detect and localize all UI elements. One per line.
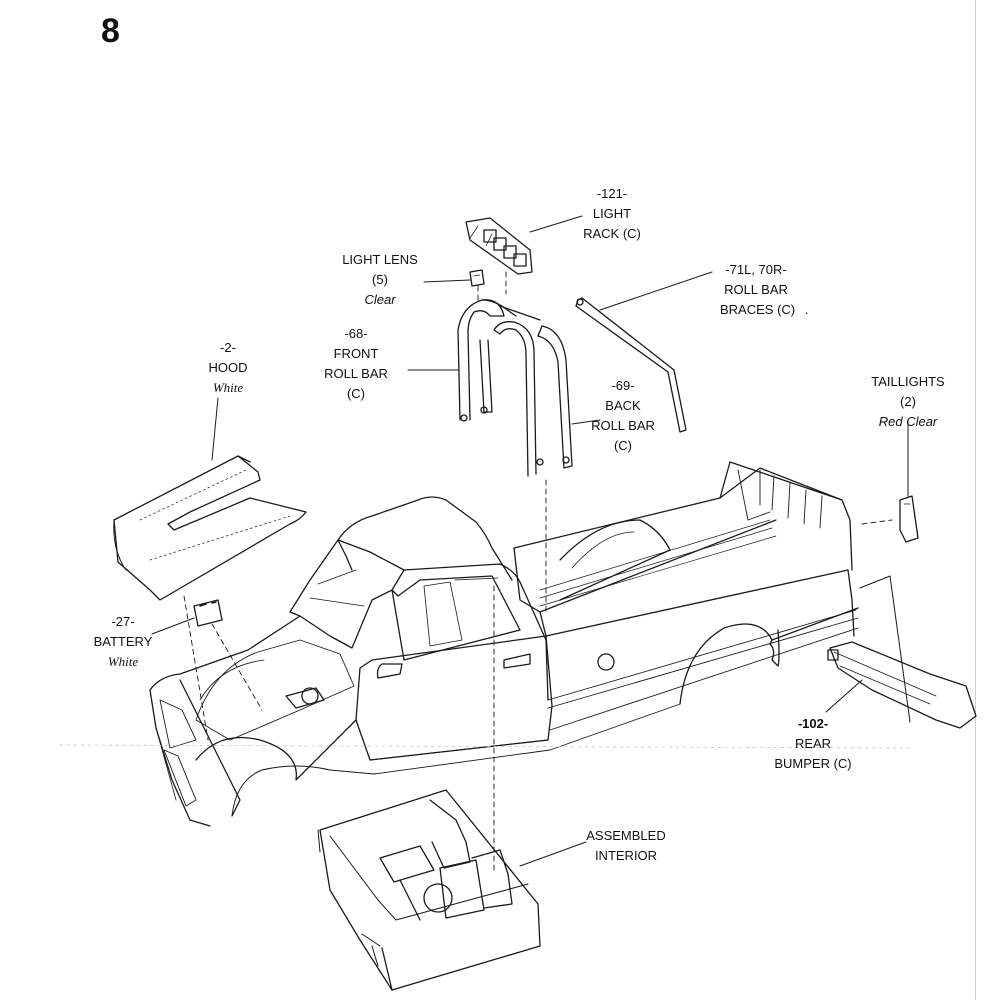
battery-number: -27- bbox=[111, 614, 135, 629]
taillights-finish: Red Clear bbox=[878, 414, 938, 429]
rear-bumper-name2: BUMPER (C) bbox=[774, 756, 852, 771]
label-front-roll-bar: -68- FRONT ROLL BAR (C) bbox=[318, 324, 394, 404]
rear-bumper-part bbox=[827, 641, 977, 729]
light-rack-part bbox=[465, 217, 533, 275]
light-lens-qty: (5) bbox=[372, 272, 388, 287]
label-back-roll-bar: -69- BACK ROLL BAR (C) bbox=[586, 376, 660, 456]
taillight-part bbox=[899, 495, 919, 543]
light-rack-name2: RACK (C) bbox=[583, 226, 641, 241]
battery-part bbox=[193, 599, 223, 627]
battery-finish: White bbox=[107, 654, 139, 669]
back-roll-bar-name2: ROLL BAR bbox=[591, 418, 655, 433]
roll-bar-braces-number: -71L, 70R- bbox=[725, 262, 787, 277]
rear-bumper-name: REAR bbox=[794, 736, 832, 751]
light-rack-name: LIGHT bbox=[592, 206, 632, 221]
label-light-lens: LIGHT LENS (5) Clear bbox=[338, 250, 422, 310]
roll-bar-braces-part bbox=[575, 297, 687, 433]
back-roll-bar-part bbox=[493, 305, 573, 477]
front-roll-bar-name: FRONT bbox=[333, 346, 379, 361]
label-taillights: TAILLIGHTS (2) Red Clear bbox=[864, 372, 952, 432]
light-rack-number: -121- bbox=[596, 186, 628, 201]
pickup-truck-body bbox=[149, 461, 859, 827]
front-roll-bar-number: -68- bbox=[344, 326, 368, 341]
guide-lines bbox=[59, 271, 911, 873]
roll-bar-braces-name2: BRACES (C) . bbox=[720, 302, 809, 317]
label-roll-bar-braces: -71L, 70R- ROLL BAR BRACES (C) . bbox=[706, 260, 809, 320]
battery-name: BATTERY bbox=[93, 634, 153, 649]
step-number: 8 bbox=[101, 12, 120, 50]
assembled-interior-name: ASSEMBLED bbox=[586, 828, 666, 843]
roll-bar-braces-name: ROLL BAR bbox=[724, 282, 788, 297]
taillights-qty: (2) bbox=[900, 394, 916, 409]
label-hood: -2- HOOD White bbox=[200, 338, 256, 398]
label-battery: -27- BATTERY White bbox=[90, 612, 156, 672]
assembled-interior-name2: INTERIOR bbox=[594, 848, 658, 863]
front-roll-bar-name2: ROLL BAR bbox=[324, 366, 388, 381]
rear-bumper-number: -102- bbox=[797, 716, 829, 731]
back-roll-bar-name: BACK bbox=[605, 398, 641, 413]
page-edge-line bbox=[975, 0, 976, 1000]
label-rear-bumper: -102- REAR BUMPER (C) bbox=[768, 714, 858, 774]
hood-number: -2- bbox=[220, 340, 236, 355]
back-roll-bar-number: -69- bbox=[611, 378, 635, 393]
hood-finish: White bbox=[212, 380, 244, 395]
roll-bar-braces-dot: . bbox=[804, 302, 809, 317]
back-roll-bar-code: (C) bbox=[613, 438, 633, 453]
front-roll-bar-code: (C) bbox=[346, 386, 366, 401]
light-lens-name: LIGHT LENS bbox=[342, 252, 418, 267]
leader-lines bbox=[151, 215, 911, 867]
interior-tub-part bbox=[317, 789, 541, 991]
light-lens-part bbox=[469, 269, 485, 287]
label-light-rack: -121- LIGHT RACK (C) bbox=[580, 184, 644, 244]
hood-part bbox=[113, 455, 307, 601]
front-roll-bar-part bbox=[457, 299, 517, 422]
hood-name: HOOD bbox=[208, 360, 248, 375]
light-lens-finish: Clear bbox=[364, 292, 396, 307]
taillights-name: TAILLIGHTS bbox=[871, 374, 945, 389]
label-assembled-interior: ASSEMBLED INTERIOR bbox=[582, 826, 670, 866]
